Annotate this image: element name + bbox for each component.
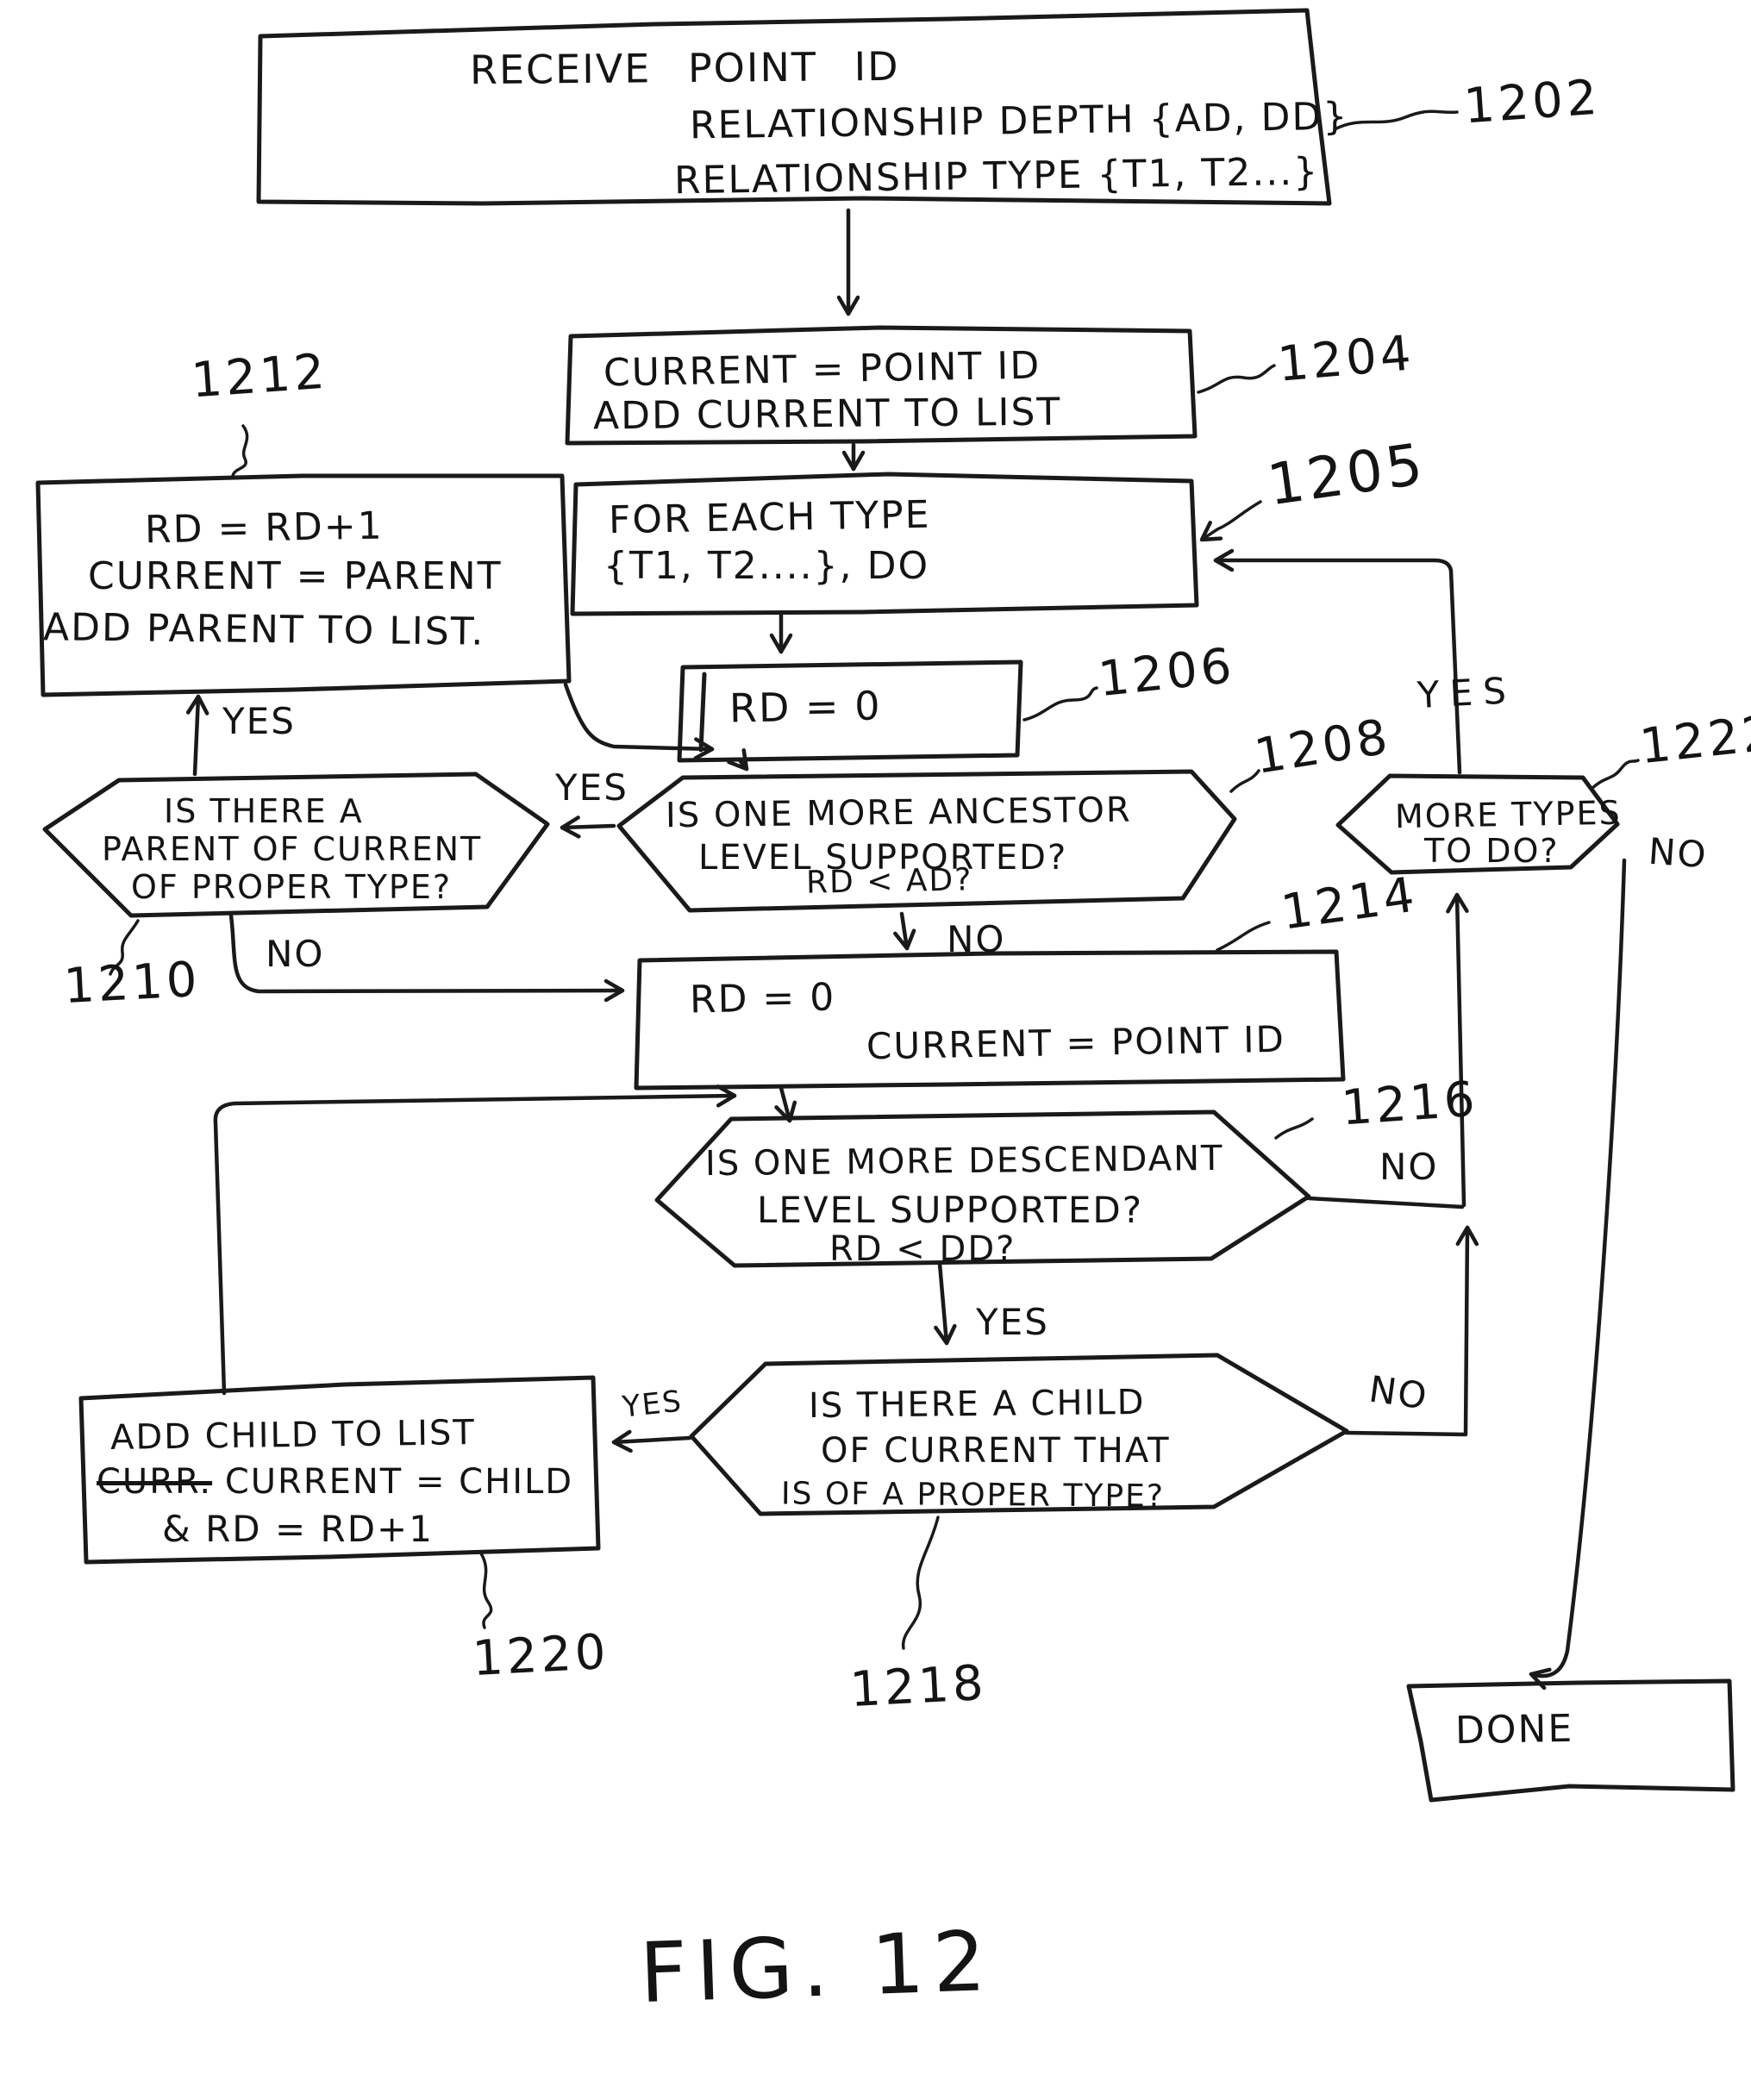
label-1208-yes: YES bbox=[555, 769, 628, 807]
ref-1218: 1218 bbox=[849, 1659, 988, 1716]
node-1220-line-1: ADD CHILD TO LIST bbox=[110, 1415, 476, 1456]
edge-1222-no-to-done bbox=[1531, 860, 1624, 1676]
edge-1208-no-to-1214 bbox=[902, 914, 907, 948]
node-1210-line-3: OF PROPER TYPE? bbox=[131, 871, 452, 905]
edge-1216-yes-to-1218 bbox=[940, 1264, 947, 1343]
node-1205-line-1: FOR EACH TYPE bbox=[609, 496, 931, 541]
leader-1220 bbox=[481, 1553, 491, 1628]
node-1214-line-1: RD = 0 bbox=[690, 978, 836, 1021]
edge-1208-yes-to-1210 bbox=[562, 826, 614, 828]
node-1202-line-2: RELATIONSHIP DEPTH {AD, DD} bbox=[690, 97, 1349, 147]
node-1218-line-3: IS OF A PROPER TYPE? bbox=[781, 1478, 1165, 1513]
node-1220-line-2: CURR. CURRENT = CHILD bbox=[97, 1464, 573, 1500]
ref-1216: 1216 bbox=[1340, 1075, 1479, 1135]
leader-1216 bbox=[1276, 1119, 1312, 1138]
node-1208-line-3: RD < AD? bbox=[806, 864, 973, 899]
edge-no-up-to-1222 bbox=[1457, 895, 1464, 1205]
edge-1220-loopback bbox=[216, 1096, 735, 1393]
node-1212-line-1: RD = RD+1 bbox=[145, 507, 384, 551]
node-1210-line-2: PARENT OF CURRENT bbox=[102, 833, 482, 867]
label-1208-no: NO bbox=[947, 921, 1005, 959]
leader-1206 bbox=[1024, 688, 1097, 720]
label-1210-no: NO bbox=[266, 935, 324, 973]
ref-1204: 1204 bbox=[1276, 328, 1416, 391]
edge-1212-loopback bbox=[566, 684, 712, 749]
leader-1218 bbox=[904, 1517, 938, 1648]
node-1210-line-1: IS THERE A bbox=[164, 795, 364, 829]
node-1222-line-2: TO DO? bbox=[1424, 834, 1560, 869]
ref-1222: 1222 bbox=[1637, 709, 1751, 773]
ref-1212: 1212 bbox=[190, 347, 329, 408]
ref-1202: 1202 bbox=[1462, 73, 1602, 134]
node-1220-line-3: & RD = RD+1 bbox=[162, 1510, 434, 1548]
node-1206-line-1: RD = 0 bbox=[729, 684, 882, 728]
node-1204-line-1: CURRENT = POINT ID bbox=[603, 347, 1041, 394]
ref-1210: 1210 bbox=[63, 955, 202, 1013]
node-1220-struck-word: CURR. bbox=[97, 1462, 212, 1502]
node-done-label: DONE bbox=[1455, 1709, 1574, 1752]
leader-1208 bbox=[1231, 771, 1259, 791]
node-1208-line-1: IS ONE MORE ANCESTOR bbox=[666, 792, 1132, 834]
leader-1202 bbox=[1335, 111, 1457, 129]
edge-1206-to-1208 bbox=[740, 760, 747, 769]
label-1218-yes: YES bbox=[621, 1386, 684, 1423]
node-1202-line-1: RECEIVE POINT ID bbox=[470, 46, 900, 91]
node-1220-line-2-text: CURRENT = CHILD bbox=[225, 1462, 573, 1502]
leader-1222 bbox=[1592, 760, 1638, 789]
label-1210-yes: YES bbox=[222, 703, 296, 741]
label-1222-no: NO bbox=[1648, 833, 1709, 875]
figure-caption: FIG. 12 bbox=[638, 1918, 995, 2017]
edge-1210-yes-to-1212 bbox=[195, 697, 198, 774]
node-1222-line-1: MORE TYPES bbox=[1395, 797, 1622, 834]
ref-1220: 1220 bbox=[472, 1628, 610, 1685]
node-1202-line-3: RELATIONSHIP TYPE {T1, T2...} bbox=[674, 153, 1320, 202]
label-1222-yes: YES bbox=[1416, 672, 1517, 715]
leader-1212 bbox=[233, 426, 247, 476]
node-1205-line-2: {T1, T2....}, DO bbox=[603, 547, 929, 586]
node-1204-line-2: ADD CURRENT TO LIST bbox=[593, 393, 1062, 437]
node-1212-line-2: CURRENT = PARENT bbox=[88, 557, 503, 597]
leader-1204 bbox=[1198, 366, 1274, 392]
leader-1214 bbox=[1217, 922, 1269, 950]
edge-1218-yes-to-1220 bbox=[614, 1438, 690, 1442]
box-1206-inner-tick bbox=[701, 674, 704, 750]
label-1218-no: NO bbox=[1366, 1370, 1430, 1416]
edge-1216-no-right bbox=[1309, 1198, 1462, 1207]
node-1216-line-2: LEVEL SUPPORTED? bbox=[757, 1191, 1143, 1229]
leader-1205 bbox=[1202, 502, 1260, 540]
label-1216-no: NO bbox=[1379, 1148, 1438, 1186]
edge-1214-to-1216 bbox=[781, 1088, 790, 1121]
node-1218-line-2: OF CURRENT THAT bbox=[821, 1433, 1171, 1469]
node-1216-line-3: RD < DD? bbox=[829, 1231, 1016, 1267]
node-1214-line-2: CURRENT = POINT ID bbox=[866, 1021, 1286, 1066]
node-1216-line-1: IS ONE MORE DESCENDANT bbox=[705, 1141, 1224, 1182]
node-1212-line-3: ADD PARENT TO LIST. bbox=[43, 608, 485, 653]
node-1218-line-1: IS THERE A CHILD bbox=[809, 1384, 1146, 1424]
label-1216-yes: YES bbox=[976, 1303, 1049, 1341]
